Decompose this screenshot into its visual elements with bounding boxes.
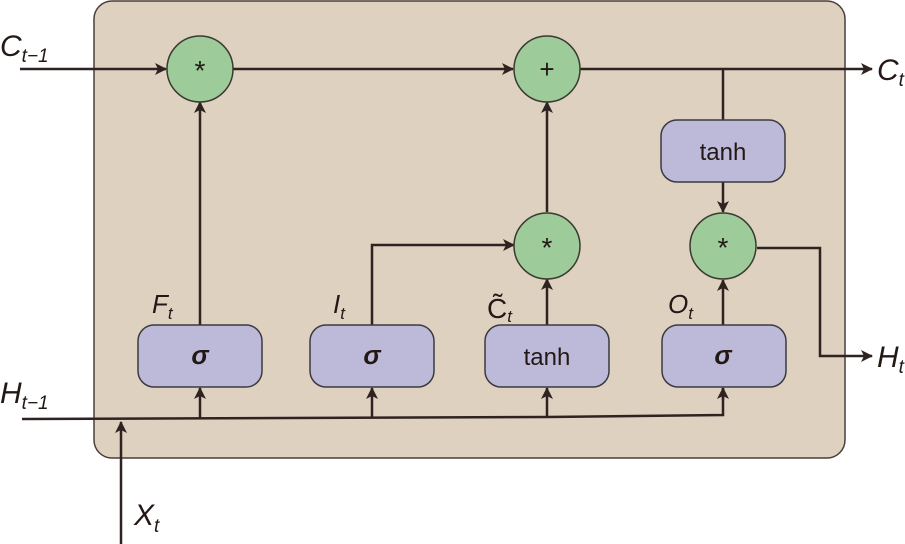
sigma-label: σ — [363, 340, 382, 370]
forget-gate-name: Ft — [152, 289, 174, 323]
multiply-icon: * — [195, 55, 206, 86]
input-x-label: Xt — [133, 499, 160, 537]
cell-state-out-label: Ct — [877, 54, 905, 91]
output-mul-node: * — [689, 212, 757, 280]
candidate-gate-box: tanh — [484, 324, 610, 388]
cell-panel — [93, 0, 846, 459]
tanh-label: tanh — [700, 139, 747, 166]
tanh-label: tanh — [524, 344, 571, 371]
hidden-state-prev-label: Ht−1 — [0, 377, 49, 414]
hidden-in-bus — [21, 388, 725, 421]
cell-state-prev-label: Ct−1 — [0, 30, 49, 67]
sigma-label: σ — [714, 340, 733, 370]
sigma-label: σ — [191, 340, 210, 370]
multiply-icon: * — [718, 232, 729, 263]
cell-add-node: + — [513, 35, 581, 103]
hidden-state-out-label: Ht — [877, 341, 905, 378]
output-gate-box: σ — [661, 324, 787, 388]
cell-tanh-box: tanh — [660, 119, 786, 183]
input-gate-line — [370, 239, 515, 325]
input-mul-node: * — [513, 212, 581, 280]
forget-gate-box: σ — [137, 324, 263, 388]
multiply-icon: * — [542, 232, 553, 263]
output-gate-name: Ot — [668, 289, 694, 323]
plus-icon: + — [539, 54, 554, 84]
forget-mul-node: * — [166, 35, 234, 103]
input-gate-name: It — [333, 289, 346, 323]
hidden-out-line — [757, 246, 873, 362]
input-gate-box: σ — [309, 324, 435, 388]
candidate-gate-name: C̃t — [487, 293, 513, 326]
